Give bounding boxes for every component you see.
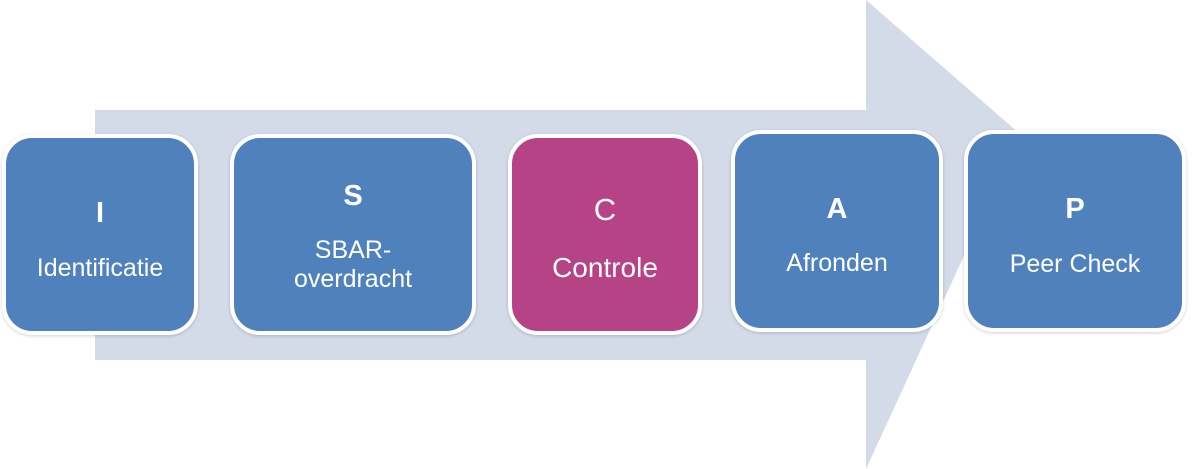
step-letter: S (343, 180, 363, 212)
step-identificatie: I Identificatie (2, 134, 198, 335)
step-sbar-overdracht: S SBAR- overdracht (230, 134, 476, 335)
step-label: Peer Check (1009, 250, 1141, 278)
step-label: SBAR- overdracht (293, 236, 413, 293)
step-controle: C Controle (508, 134, 702, 335)
step-peer-check: P Peer Check (964, 130, 1186, 332)
step-letter: P (1065, 193, 1085, 225)
step-afronden: A Afronden (731, 130, 943, 332)
step-label: Controle (552, 252, 658, 283)
step-letter: A (826, 193, 848, 225)
step-letter: C (593, 192, 617, 227)
step-label: Identificatie (36, 254, 164, 282)
step-label: Afronden (786, 249, 888, 277)
step-letter: I (95, 197, 105, 229)
